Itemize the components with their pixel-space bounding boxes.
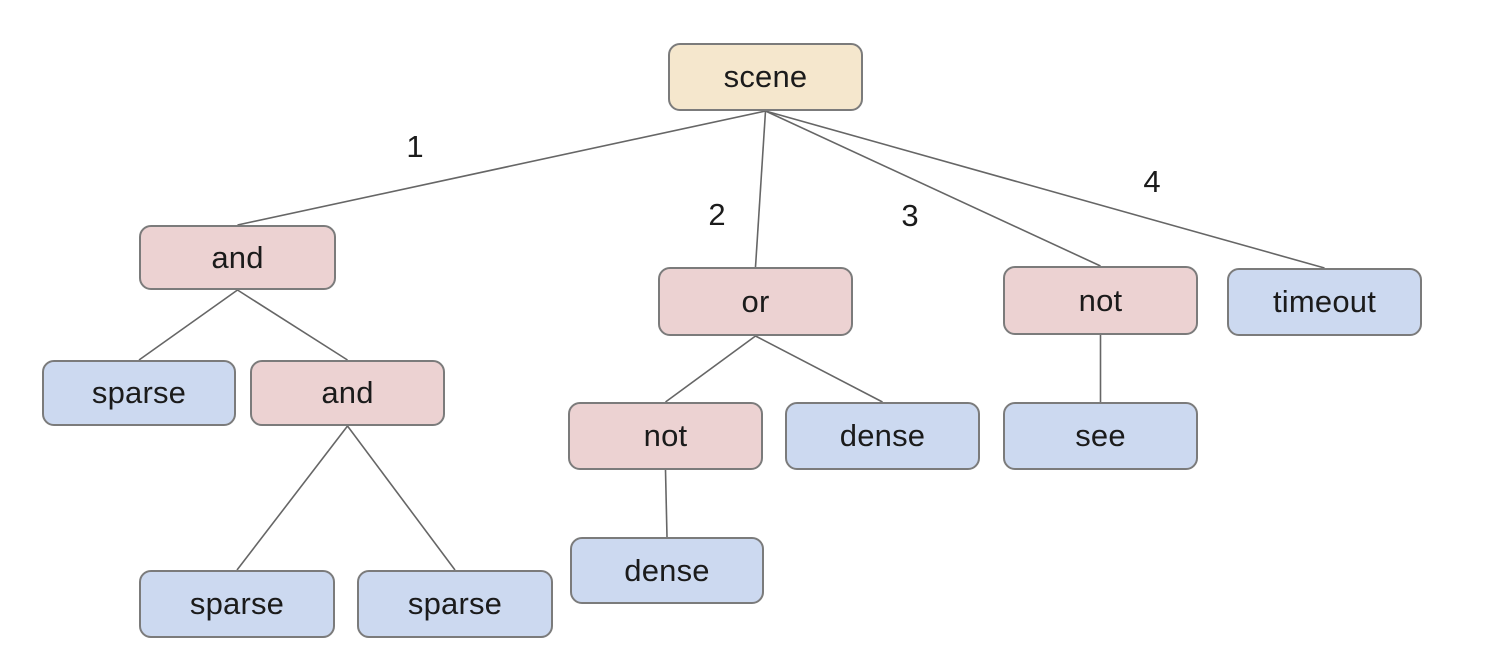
edge-scene-to-and-1 (237, 110, 766, 226)
edge-and-1-to-and-2 (237, 289, 348, 361)
node-sparse-1: sparse (42, 360, 236, 426)
edge-not-2-to-dense-2 (664, 469, 668, 538)
node-sparse-2: sparse (139, 570, 335, 638)
edge-and-2-to-sparse-3 (346, 425, 456, 571)
edge-scene-to-not-1 (765, 110, 1101, 267)
node-not-1: not (1003, 266, 1198, 335)
node-timeout: timeout (1227, 268, 1422, 336)
edge-and-2-to-sparse-2 (236, 425, 349, 571)
edge-label-4: 4 (1143, 164, 1161, 199)
edge-and-1-to-sparse-1 (138, 289, 238, 361)
node-and-1: and (139, 225, 336, 290)
node-dense-2: dense (570, 537, 764, 604)
node-scene: scene (668, 43, 863, 111)
node-not-2: not (568, 402, 763, 470)
edge-label-1: 1 (406, 129, 424, 164)
edge-scene-to-or-1 (754, 110, 767, 268)
node-see: see (1003, 402, 1198, 470)
edge-scene-to-timeout (765, 110, 1325, 269)
edge-label-3: 3 (901, 198, 919, 233)
edge-or-1-to-dense-1 (755, 335, 883, 403)
node-dense-1: dense (785, 402, 980, 470)
node-sparse-3: sparse (357, 570, 553, 638)
node-or-1: or (658, 267, 853, 336)
edge-label-2: 2 (708, 197, 726, 232)
node-and-2: and (250, 360, 445, 426)
edge-or-1-to-not-2 (665, 335, 756, 403)
